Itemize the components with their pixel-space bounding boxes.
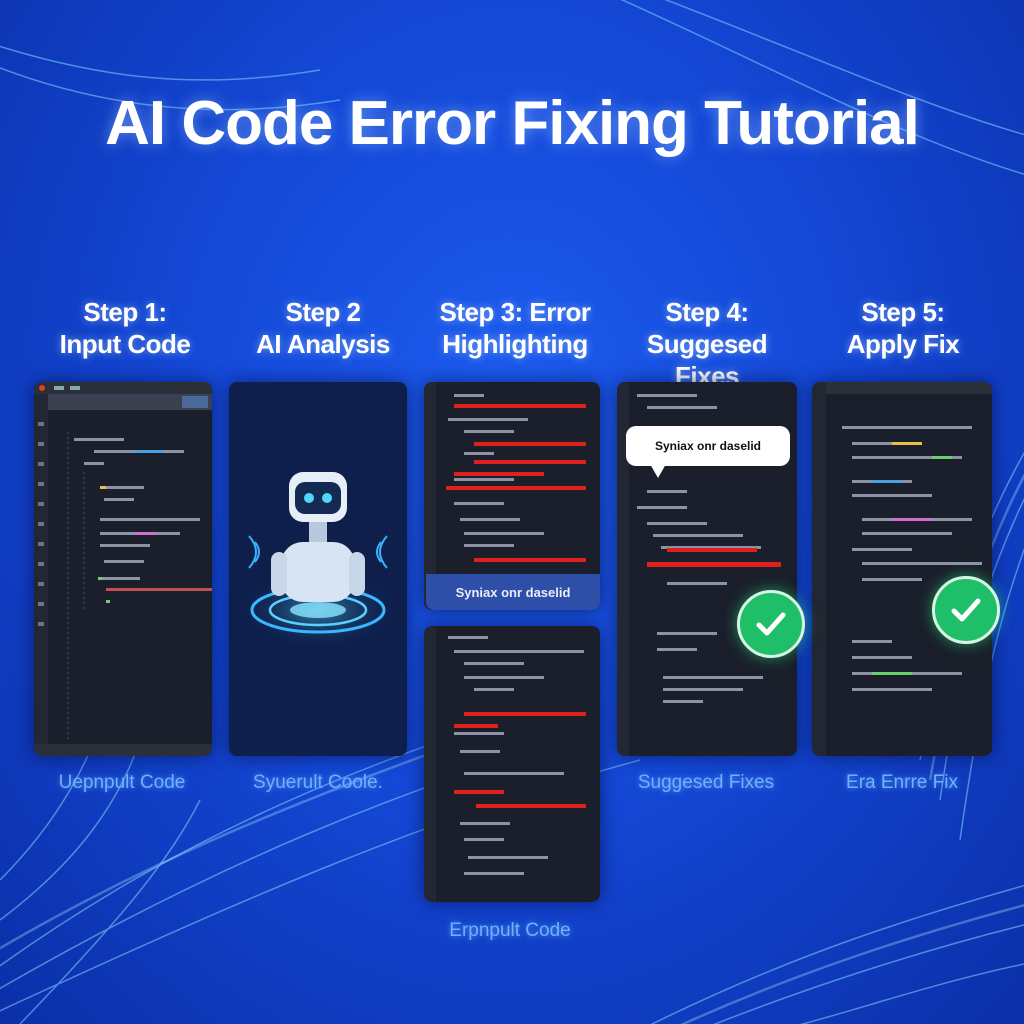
error-highlighting-panel[interactable] xyxy=(424,382,600,610)
step-1-label: Step 1: Input Code xyxy=(30,296,220,360)
error-code-panel[interactable] xyxy=(424,626,600,902)
robot-icon xyxy=(238,472,398,650)
step-5-title: Apply Fix xyxy=(846,329,960,359)
caption-ai-analysis: Syuerult Coole. xyxy=(253,772,383,793)
step-3-title: Highlighting xyxy=(442,329,588,359)
step-3-label: Step 3: Error Highlighting xyxy=(420,296,610,360)
input-code-panel[interactable] xyxy=(34,382,212,756)
step-1-number: Step 1: xyxy=(83,297,167,327)
check-circle-icon xyxy=(932,576,1000,644)
step-2-label: Step 2 AI Analysis xyxy=(228,296,418,360)
caption-error-code: Erpnpult Code xyxy=(449,920,571,941)
syntax-error-banner: Syniax onr daselid xyxy=(426,574,600,610)
step-5-label: Step 5: Apply Fix xyxy=(808,296,998,360)
suggestion-bubble: Syniax onr daselid xyxy=(626,426,790,478)
page-title: AI Code Error Fixing Tutorial xyxy=(105,89,920,158)
step-4-number: Step 4: xyxy=(665,297,749,327)
ai-analysis-panel[interactable] xyxy=(229,382,407,756)
step-4-label: Step 4: Suggesed Fixes xyxy=(612,296,802,392)
caption-suggested-fixes: Suggesed Fixes xyxy=(637,772,775,793)
apply-fix-panel[interactable] xyxy=(812,382,992,756)
caption-apply-fix: Era Enrre Fix xyxy=(846,772,958,793)
step-5-number: Step 5: xyxy=(861,297,945,327)
check-circle-icon xyxy=(737,590,805,658)
caption-input-code: Uepnpult Code xyxy=(58,772,186,793)
step-3-number: Step 3: Error xyxy=(439,297,592,327)
step-1-title: Input Code xyxy=(59,329,191,359)
step-2-number: Step 2 xyxy=(285,297,361,327)
step-2-title: AI Analysis xyxy=(256,329,390,359)
